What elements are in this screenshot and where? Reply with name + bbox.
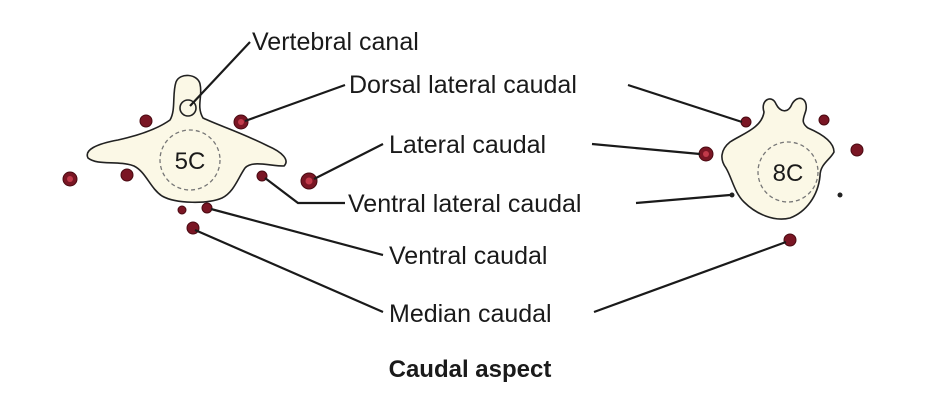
leader-ventral-lateral-right bbox=[635, 193, 731, 205]
vertebra-8c: 8C bbox=[721, 97, 835, 220]
vertebral-canal-ring bbox=[179, 99, 197, 117]
vertebra-8c-outline bbox=[721, 97, 835, 220]
vertebra-5c-outline bbox=[86, 74, 287, 204]
leader-dorsal-lateral-right bbox=[627, 83, 743, 124]
vessel-dot bbox=[703, 151, 709, 157]
vessel-dot bbox=[818, 114, 830, 126]
vessel-dot bbox=[837, 192, 843, 198]
leader-lateral-right bbox=[591, 142, 701, 156]
vertebra-5c-body-outline bbox=[159, 129, 221, 191]
vessels-5c bbox=[62, 114, 318, 235]
leader-ventral-lateral-left bbox=[264, 177, 345, 205]
label-ventral-lateral-caudal: Ventral lateral caudal bbox=[348, 190, 581, 218]
vertebra-5c-label: 5C bbox=[175, 148, 206, 175]
vessel-dot bbox=[201, 202, 213, 214]
vessel-dot bbox=[120, 168, 134, 182]
label-vertebral-canal: Vertebral canal bbox=[252, 28, 419, 56]
leader-dorsal-lateral-left bbox=[244, 83, 346, 123]
leader-lateral-left bbox=[313, 143, 384, 180]
leader-ventral-caudal bbox=[210, 207, 384, 257]
diagram-caption: Caudal aspect bbox=[389, 356, 552, 383]
leader-median-right bbox=[593, 240, 787, 314]
vessel-dot bbox=[850, 143, 864, 157]
vessel-dot bbox=[305, 177, 313, 185]
labels: Vertebral canal Dorsal lateral caudal La… bbox=[252, 28, 581, 328]
vessel-dot bbox=[740, 116, 752, 128]
label-lateral-caudal: Lateral caudal bbox=[389, 131, 546, 159]
label-dorsal-lateral-caudal: Dorsal lateral caudal bbox=[349, 71, 577, 99]
vertebra-8c-body-outline bbox=[757, 141, 819, 203]
leader-vertebral-canal bbox=[189, 41, 251, 107]
vessel-dot bbox=[186, 221, 200, 235]
vessel-dot bbox=[238, 119, 244, 125]
label-median-caudal: Median caudal bbox=[389, 300, 552, 328]
vessel-dot bbox=[729, 192, 735, 198]
label-ventral-caudal: Ventral caudal bbox=[389, 242, 547, 270]
vertebra-8c-label: 8C bbox=[773, 160, 804, 187]
vessel-dot bbox=[783, 233, 797, 247]
leader-lines bbox=[189, 41, 787, 314]
vessel-dot bbox=[139, 114, 153, 128]
leader-median-left bbox=[194, 228, 384, 314]
vessels-8c bbox=[698, 114, 864, 247]
vessel-dot bbox=[177, 205, 187, 215]
vessel-dot bbox=[256, 170, 268, 182]
vessel-dot bbox=[67, 176, 73, 182]
vertebra-5c: 5C bbox=[86, 74, 287, 204]
